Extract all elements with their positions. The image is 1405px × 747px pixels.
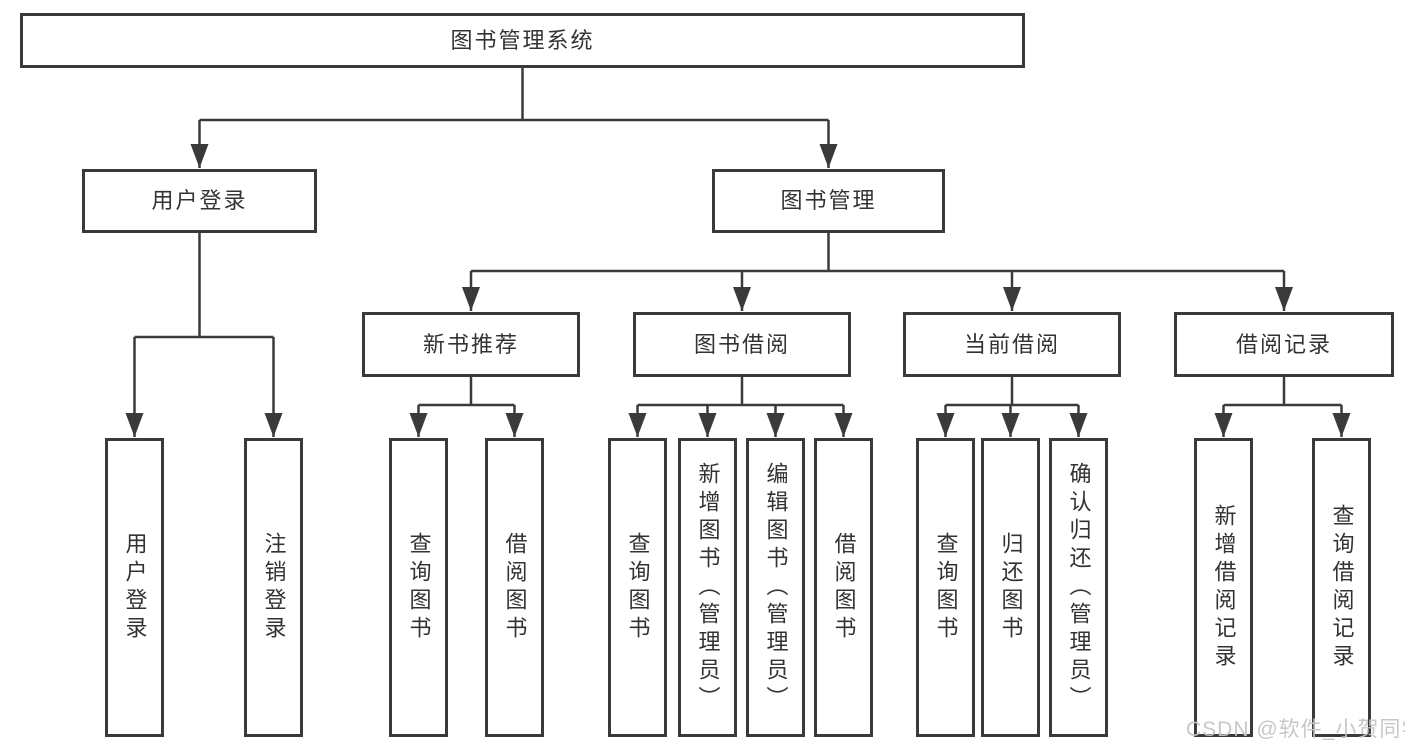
leaf-query-books-newbook: 查询图书 bbox=[389, 438, 448, 737]
leaf-query-books-borrowing: 查询图书 bbox=[608, 438, 667, 737]
leaf-borrow-books-newbook: 借阅图书 bbox=[485, 438, 544, 737]
node-label: 查询借阅记录 bbox=[1329, 503, 1355, 672]
leaf-query-books-current: 查询图书 bbox=[916, 438, 975, 737]
node-label: 用户登录 bbox=[151, 188, 248, 213]
leaf-return-books: 归还图书 bbox=[981, 438, 1040, 737]
leaf-borrow-books-borrowing: 借阅图书 bbox=[814, 438, 873, 737]
node-label: 编辑图书（管理员） bbox=[763, 461, 789, 714]
node-book-borrowing: 图书借阅 bbox=[633, 312, 851, 377]
node-label: 借阅图书 bbox=[502, 531, 528, 644]
leaf-add-books-admin: 新增图书（管理员） bbox=[678, 438, 737, 737]
node-label: 新书推荐 bbox=[422, 331, 519, 357]
node-borrowing-records: 借阅记录 bbox=[1174, 312, 1394, 377]
node-label: 借阅图书 bbox=[831, 531, 857, 644]
node-label: 图书管理 bbox=[780, 188, 877, 213]
node-user-login: 用户登录 bbox=[82, 169, 317, 233]
node-label: 图书管理系统 bbox=[450, 27, 595, 53]
node-current-borrowing: 当前借阅 bbox=[903, 312, 1121, 377]
leaf-add-borrow-record: 新增借阅记录 bbox=[1194, 438, 1253, 737]
node-book-management: 图书管理 bbox=[712, 169, 945, 233]
node-label: 图书借阅 bbox=[693, 331, 790, 357]
node-new-book-recommend: 新书推荐 bbox=[362, 312, 580, 377]
node-label: 查询图书 bbox=[406, 531, 432, 644]
node-label: 用户登录 bbox=[122, 531, 148, 644]
node-label: 确认归还（管理员） bbox=[1066, 461, 1092, 714]
leaf-logout: 注销登录 bbox=[244, 438, 303, 737]
node-label: 注销登录 bbox=[261, 531, 287, 644]
node-label: 查询图书 bbox=[933, 531, 959, 644]
node-label: 新增借阅记录 bbox=[1211, 503, 1237, 672]
leaf-edit-books-admin: 编辑图书（管理员） bbox=[746, 438, 805, 737]
watermark: CSDN @软件_小贺同学 bbox=[1186, 718, 1405, 741]
node-label: 当前借阅 bbox=[963, 331, 1060, 357]
leaf-user-login: 用户登录 bbox=[105, 438, 164, 737]
node-label: 查询图书 bbox=[625, 531, 651, 644]
leaf-query-borrow-record: 查询借阅记录 bbox=[1312, 438, 1371, 737]
node-label: 归还图书 bbox=[998, 531, 1024, 644]
leaf-confirm-return-admin: 确认归还（管理员） bbox=[1049, 438, 1108, 737]
node-label: 新增图书（管理员） bbox=[695, 461, 721, 714]
node-root-library-system: 图书管理系统 bbox=[20, 13, 1025, 68]
node-label: 借阅记录 bbox=[1235, 331, 1332, 357]
